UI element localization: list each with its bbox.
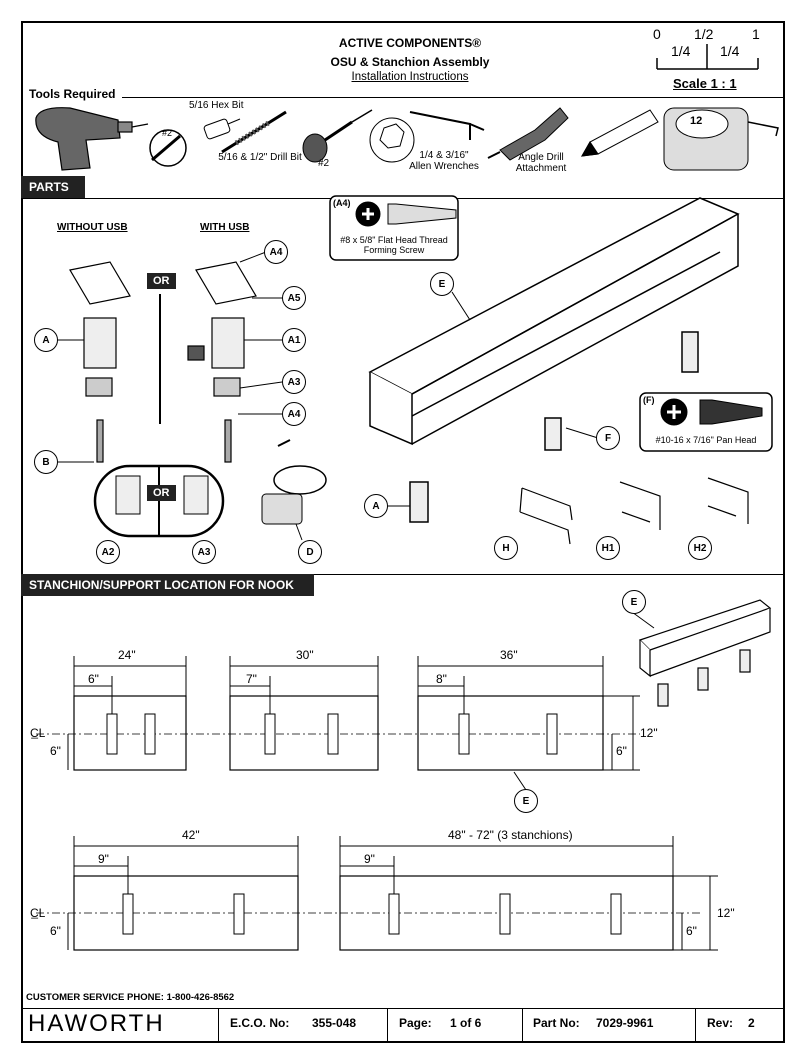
row2-center-dim: 6"	[50, 924, 61, 938]
panel-48-width: 48" - 72" (3 stanchions)	[448, 828, 573, 842]
row1-right-center-dim: 6"	[616, 744, 627, 758]
panel-42-width: 42"	[182, 828, 200, 842]
a4-callout-tag: (A4)	[333, 198, 351, 208]
drill-bit-icon	[221, 110, 287, 154]
tape-number: 12	[690, 115, 703, 127]
angle-drill-icon	[487, 107, 569, 161]
f-callout-desc: #10-16 x 7/16" Pan Head	[655, 435, 757, 445]
f-callout-tag: (F)	[643, 395, 655, 405]
allen-wrench-label: 1/4 & 3/16" Allen Wrenches	[409, 150, 479, 172]
cl-mark-row2: C̲L	[30, 906, 46, 920]
location-e-label-top: E	[622, 590, 646, 614]
cl-mark-row1: C̲L	[30, 726, 46, 740]
part-label-h2: H2	[688, 536, 712, 560]
parts-illustration	[56, 195, 773, 545]
part-label-h: H	[494, 536, 518, 560]
part-label-h1: H1	[596, 536, 620, 560]
panel-30-width: 30"	[296, 648, 314, 662]
drill-icon	[35, 107, 149, 171]
tape-measure-icon	[663, 107, 779, 171]
part-label-a4-top: A4	[264, 240, 288, 264]
scale-tick-0: 0	[653, 26, 661, 42]
screwdriver-icon	[302, 109, 373, 163]
panel-24-offset: 6"	[88, 672, 99, 686]
part-label-d: D	[298, 540, 322, 564]
page-label: Page:	[399, 1016, 432, 1030]
allen-wrench-icon	[369, 111, 485, 163]
row1-depth-dim: 12"	[640, 726, 658, 740]
part-label-a3: A3	[282, 370, 306, 394]
hex-bit-label: 5/16 Hex Bit	[189, 100, 244, 111]
doc-title: ACTIVE COMPONENTS®	[338, 36, 482, 50]
scale-label: Scale 1 : 1	[673, 76, 737, 91]
a4-callout-desc: #8 x 5/8" Flat Head Thread Forming Screw	[340, 235, 448, 255]
footer-div-1	[218, 1008, 219, 1043]
tools-illustration	[35, 107, 779, 171]
rev-value: 2	[748, 1016, 755, 1030]
footer-div-4	[695, 1008, 696, 1043]
row1-center-dim: 6"	[50, 744, 61, 758]
scale-quarter-right: 1/4	[720, 43, 740, 59]
or-divider	[159, 294, 161, 424]
or-badge: OR	[147, 273, 176, 289]
location-rule	[21, 574, 785, 575]
parts-heading: PARTS	[21, 176, 85, 198]
part-label-a1: A1	[282, 328, 306, 352]
page-frame	[21, 21, 785, 1043]
location-e-label-mid: E	[514, 789, 538, 813]
screwdriver-label: #2	[318, 158, 330, 169]
row2-depth-dim: 12"	[717, 906, 735, 920]
part-label-f: F	[596, 426, 620, 450]
part-label-a-assembly: A	[364, 494, 388, 518]
customer-service-phone: CUSTOMER SERVICE PHONE: 1-800-426-8562	[26, 992, 235, 1003]
scale-tick-1: 1	[752, 26, 760, 42]
doc-subtitle: OSU & Stanchion Assembly	[330, 55, 490, 69]
tools-rule	[122, 97, 785, 98]
panel-48-offset: 9"	[364, 852, 375, 866]
phillips-bit-label: #2	[162, 128, 173, 138]
part-label-a5: A5	[282, 286, 306, 310]
part-label-e: E	[430, 272, 454, 296]
scale-quarter-left: 1/4	[671, 43, 691, 59]
scale-lines	[656, 44, 759, 70]
tools-heading: Tools Required	[29, 87, 116, 101]
row2-right-center-dim: 6"	[686, 924, 697, 938]
part-no-value: 7029-9961	[596, 1016, 654, 1030]
panel-36-offset: 8"	[436, 672, 447, 686]
hex-bit-icon	[203, 118, 241, 140]
footer-rule	[21, 1008, 785, 1009]
part-no-label: Part No:	[533, 1016, 580, 1030]
eco-label: E.C.O. No:	[230, 1016, 290, 1030]
part-label-a3-oval: A3	[192, 540, 216, 564]
panel-30-offset: 7"	[246, 672, 257, 686]
part-label-b: B	[34, 450, 58, 474]
rev-label: Rev:	[707, 1016, 734, 1030]
or-badge-inner: OR	[147, 485, 176, 501]
footer-div-2	[387, 1008, 388, 1043]
panel-42-offset: 9"	[98, 852, 109, 866]
without-usb-heading: WITHOUT USB	[57, 222, 128, 233]
with-usb-heading: WITH USB	[200, 222, 250, 233]
part-label-a2: A2	[96, 540, 120, 564]
panel-36-width: 36"	[500, 648, 518, 662]
doc-type: Installation Instructions	[351, 71, 469, 83]
scale-tick-half: 1/2	[694, 26, 714, 42]
panel-24-width: 24"	[118, 648, 136, 662]
page-value: 1 of 6	[450, 1016, 482, 1030]
haworth-logo: HAWORTH	[28, 1010, 165, 1037]
drill-bit-label: 5/16 & 1/2" Drill Bit	[218, 152, 302, 163]
eco-value: 355-048	[312, 1016, 357, 1030]
footer-div-3	[522, 1008, 523, 1043]
location-heading: STANCHION/SUPPORT LOCATION FOR NOOK	[21, 574, 314, 596]
part-label-a: A	[34, 328, 58, 352]
angle-drill-label: Angle Drill Attachment	[515, 152, 567, 174]
pencil-icon	[581, 109, 659, 157]
part-label-a4-bottom: A4	[282, 402, 306, 426]
